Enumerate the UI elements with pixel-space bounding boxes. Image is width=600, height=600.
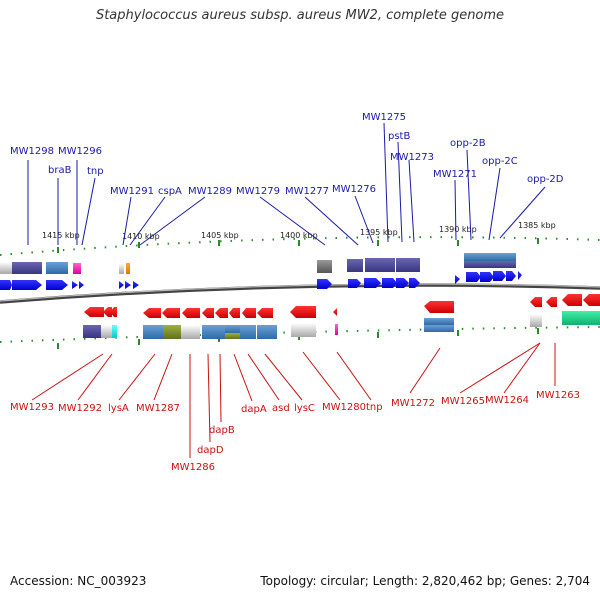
reverse-genes <box>84 294 600 318</box>
gene-label-MW1289: MW1289 <box>188 186 232 197</box>
gene-label-MW1296: MW1296 <box>58 146 102 157</box>
lower-tick-row <box>0 326 600 343</box>
gene-label-MW1279: MW1279 <box>236 186 280 197</box>
gene-label-braB: braB <box>48 165 72 176</box>
gene-label-MW1293: MW1293 <box>10 402 54 413</box>
gene-label-MW1263: MW1263 <box>536 390 580 401</box>
genome-title: Staphylococcus aureus subsp. aureus MW2,… <box>95 8 505 23</box>
gene-label-MW1276: MW1276 <box>332 184 376 195</box>
gene-label-lysA: lysA <box>108 403 129 414</box>
tick-label: 1410 kbp <box>122 232 160 241</box>
top-leader-lines <box>27 122 546 246</box>
tick-label: 1400 kbp <box>280 231 318 240</box>
gene-label-tnp: tnp <box>87 166 104 177</box>
tick-label: 1390 kbp <box>439 225 477 234</box>
accession-text: Accession: NC_003923 <box>10 574 147 588</box>
tick-label: 1415 kbp <box>42 231 80 240</box>
gene-label-asd: asd <box>272 403 290 414</box>
gene-label-MW1264: MW1264 <box>485 395 529 406</box>
gene-label-MW1277: MW1277 <box>285 186 329 197</box>
gene-label-MW1291: MW1291 <box>110 186 154 197</box>
gene-label-MW1271: MW1271 <box>433 169 477 180</box>
gene-label-MW1298: MW1298 <box>10 146 54 157</box>
gene-label-MW1265: MW1265 <box>441 396 485 407</box>
upper-tick-row <box>0 236 600 256</box>
gene-label-MW1272: MW1272 <box>391 398 435 409</box>
gene-label-MW1280: MW1280 <box>322 402 366 413</box>
major-ticks-upper <box>57 238 539 253</box>
reverse-domains <box>83 311 600 339</box>
gene-label-MW1292: MW1292 <box>58 403 102 414</box>
bottom-leader-lines <box>31 342 556 458</box>
gene-label-opp-2B: opp-2B <box>450 138 486 149</box>
gene-label-dapA: dapA <box>241 404 267 415</box>
tick-label: 1405 kbp <box>201 231 239 240</box>
tick-label: 1395 kbp <box>360 228 398 237</box>
gene-label-lysC: lysC <box>294 403 315 414</box>
gene-label-tnp: tnp <box>366 402 383 413</box>
genome-backbone <box>0 283 600 304</box>
gene-label-dapD: dapD <box>197 445 224 456</box>
gene-label-MW1273: MW1273 <box>390 152 434 163</box>
forward-genes <box>0 271 522 290</box>
gene-label-MW1287: MW1287 <box>136 403 180 414</box>
gene-label-pstB: pstB <box>388 131 410 142</box>
genome-backbone-highlight <box>0 283 600 302</box>
gene-label-opp-2C: opp-2C <box>482 156 518 167</box>
gene-label-cspA: cspA <box>158 186 182 197</box>
gene-label-dapB: dapB <box>209 425 235 436</box>
tick-label: 1385 kbp <box>518 221 556 230</box>
genome-summary-text: Topology: circular; Length: 2,820,462 bp… <box>260 574 590 588</box>
gene-label-MW1275: MW1275 <box>362 112 406 123</box>
gene-label-MW1286: MW1286 <box>171 462 215 473</box>
forward-domains <box>0 253 516 274</box>
gene-label-opp-2D: opp-2D <box>527 174 564 185</box>
